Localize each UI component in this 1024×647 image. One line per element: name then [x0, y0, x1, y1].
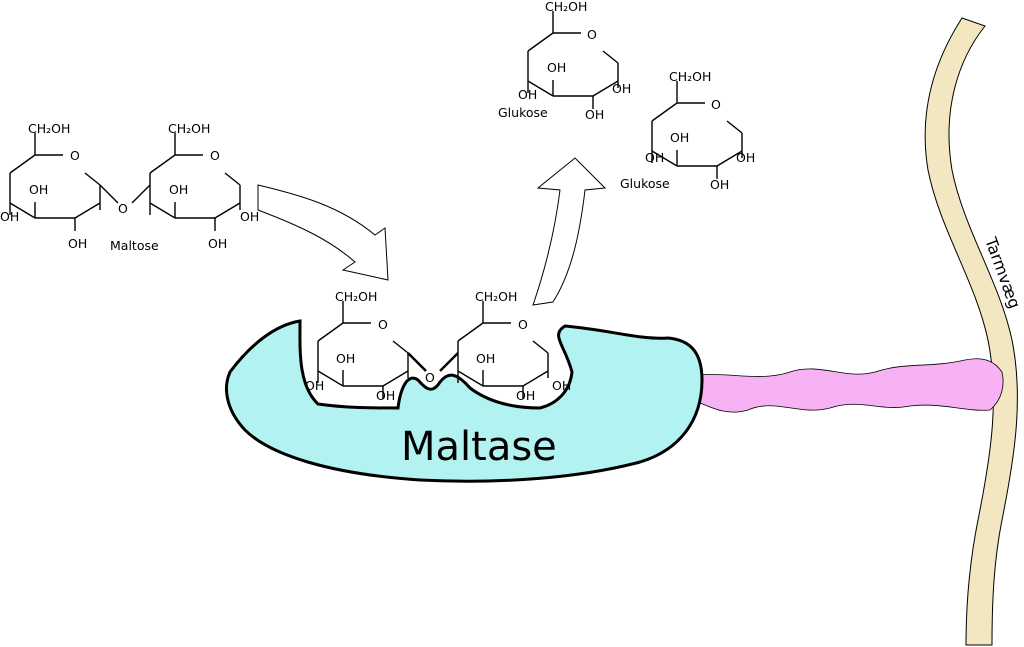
svg-text:OH: OH: [710, 177, 729, 192]
maltose-glycosidic-oxygen: O: [99, 184, 151, 216]
bound-ring-2: CH₂OH O OH OH OH: [457, 289, 571, 403]
bound-glycosidic-oxygen: O: [407, 352, 459, 385]
bound-maltose: CH₂OH O OH OH OH O CH₂OH O OH OH OH: [305, 289, 571, 403]
svg-text:O: O: [118, 201, 128, 216]
maltose-molecule: CH₂OH O OH OH OH O CH₂OH O OH OH OH Malt…: [0, 121, 259, 253]
glucose-molecule-2: CH₂OH O OH OH OH OH Glukose: [620, 69, 755, 192]
arrow-substrate-to-enzyme: [257, 184, 389, 281]
maltose-label: Maltose: [110, 238, 159, 253]
maltose-ring-2: CH₂OH O OH OH OH: [149, 121, 259, 251]
svg-text:OH: OH: [0, 209, 19, 224]
svg-text:CH₂OH: CH₂OH: [669, 69, 711, 84]
svg-text:CH₂OH: CH₂OH: [28, 121, 70, 136]
svg-text:O: O: [518, 317, 528, 332]
svg-text:OH: OH: [518, 87, 537, 102]
glucose-label-1: Glukose: [498, 105, 548, 120]
svg-text:OH: OH: [516, 388, 535, 403]
maltose-ring-1: CH₂OH O OH OH OH: [0, 121, 101, 251]
svg-text:OH: OH: [169, 182, 188, 197]
svg-text:CH₂OH: CH₂OH: [335, 289, 377, 304]
glucose-molecule-1: CH₂OH O OH OH OH OH Glukose: [498, 0, 631, 122]
svg-text:OH: OH: [208, 236, 227, 251]
svg-text:CH₂OH: CH₂OH: [545, 0, 587, 14]
svg-text:CH₂OH: CH₂OH: [168, 121, 210, 136]
svg-text:OH: OH: [29, 182, 48, 197]
svg-text:CH₂OH: CH₂OH: [475, 289, 517, 304]
svg-text:O: O: [587, 27, 597, 42]
svg-text:OH: OH: [736, 150, 755, 165]
membrane-anchor: [697, 358, 1004, 413]
svg-text:O: O: [425, 370, 435, 385]
svg-text:OH: OH: [645, 150, 664, 165]
svg-text:OH: OH: [305, 378, 324, 393]
svg-text:OH: OH: [552, 378, 571, 393]
maltase-enzyme: [225, 319, 704, 483]
svg-text:OH: OH: [336, 351, 355, 366]
svg-text:OH: OH: [376, 388, 395, 403]
svg-text:OH: OH: [612, 81, 631, 96]
glucose-label-2: Glukose: [620, 176, 670, 191]
bound-ring-1: CH₂OH O OH OH OH: [305, 289, 409, 403]
svg-text:OH: OH: [670, 130, 689, 145]
svg-text:O: O: [70, 148, 80, 163]
svg-text:OH: OH: [476, 351, 495, 366]
arrow-enzyme-to-products: [532, 157, 607, 306]
enzyme-label: Maltase: [401, 424, 557, 470]
svg-text:OH: OH: [547, 60, 566, 75]
svg-text:O: O: [711, 97, 721, 112]
svg-text:OH: OH: [585, 107, 604, 122]
svg-text:O: O: [378, 317, 388, 332]
svg-text:O: O: [210, 148, 220, 163]
svg-text:OH: OH: [68, 236, 87, 251]
intestinal-wall: Tarmvæg: [924, 17, 1024, 646]
svg-text:OH: OH: [240, 209, 259, 224]
intestinal-wall-band: [924, 17, 1018, 646]
